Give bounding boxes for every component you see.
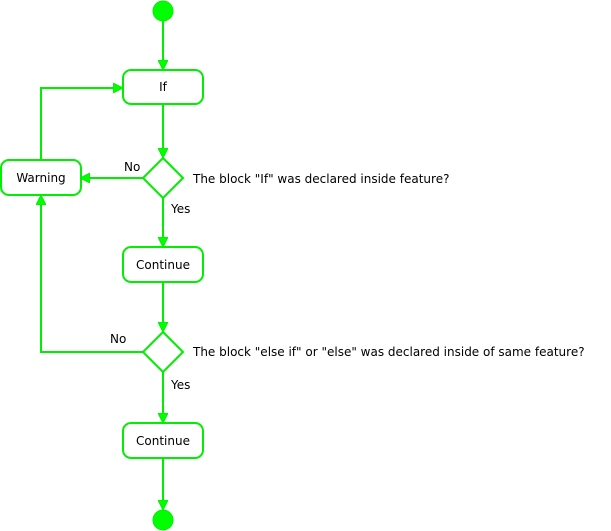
edge-decision-1-yes-label: Yes (170, 202, 190, 216)
decision-2: The block "else if" or "else" was declar… (141, 330, 585, 374)
action-warning: Warning (0, 159, 82, 196)
decision-1-diamond (141, 156, 185, 200)
action-if-label: If (159, 80, 168, 94)
action-continue-2-label: Continue (136, 434, 190, 448)
edge-decision-2-yes-label: Yes (170, 378, 190, 392)
decision-2-question: The block "else if" or "else" was declar… (192, 345, 585, 359)
edge-decision-2-no-label: No (110, 332, 126, 346)
edge-decision-2-no-to-warning (41, 196, 143, 353)
action-continue-1: Continue (122, 246, 204, 283)
decision-2-diamond (141, 330, 185, 374)
edge-decision-1-no-label: No (124, 160, 140, 174)
action-warning-label: Warning (16, 171, 65, 185)
action-continue-1-label: Continue (136, 258, 190, 272)
decision-1: The block "If" was declared inside featu… (141, 156, 449, 200)
start-node (152, 0, 174, 22)
edge-warning-to-if (40, 88, 122, 160)
end-node (152, 509, 174, 531)
decision-1-question: The block "If" was declared inside featu… (192, 172, 449, 186)
action-if: If (122, 69, 204, 105)
action-continue-2: Continue (122, 422, 204, 459)
